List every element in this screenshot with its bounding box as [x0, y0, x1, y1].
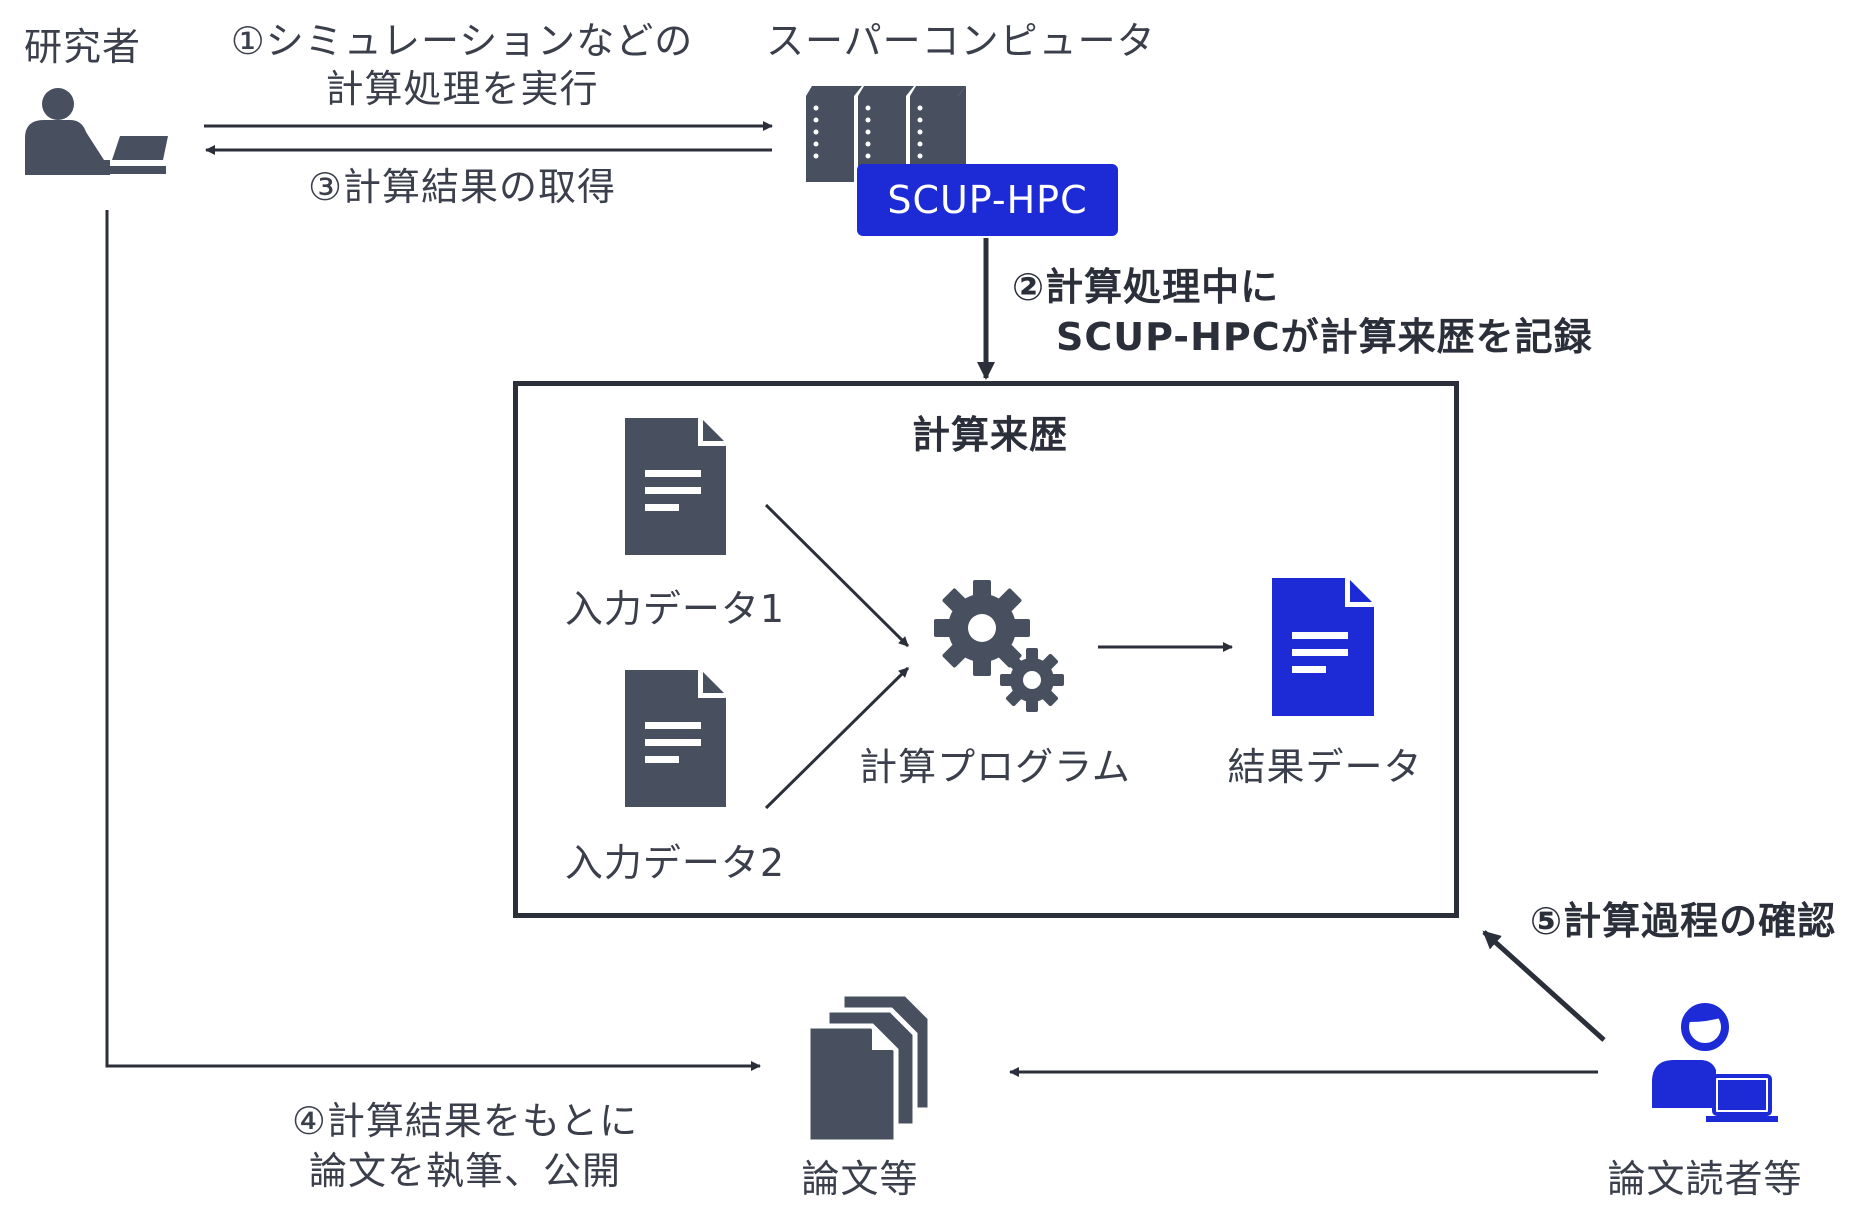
- calculation-history-box: [513, 381, 1459, 918]
- reader-label: 論文読者等: [1607, 1157, 1803, 1201]
- step3-label: ③計算結果の取得: [307, 165, 617, 209]
- arrow-verify: [1482, 930, 1606, 1042]
- arrow-input2-program: [764, 666, 910, 810]
- arrow-input1-program: [764, 503, 910, 648]
- step5-label: ⑤計算過程の確認: [1530, 899, 1837, 943]
- step1-label-line1: ①シミュレーションなどの: [230, 19, 694, 63]
- arrow-publish: [105, 210, 761, 1071]
- program-label: 計算プログラム: [859, 745, 1131, 789]
- history-title: 計算来歴: [911, 413, 1068, 457]
- input2-label: 入力データ2: [564, 841, 786, 885]
- document-stack-icon: [805, 991, 933, 1145]
- paper-label: 論文等: [801, 1157, 919, 1201]
- researcher-label: 研究者: [24, 25, 142, 69]
- step1-label-line2: 計算処理を実行: [325, 67, 599, 111]
- scup-hpc-badge: SCUP-HPC: [857, 164, 1118, 236]
- reader-icon: [1652, 1003, 1778, 1122]
- input1-label: 入力データ1: [564, 587, 786, 631]
- step4-label-line2: 論文を執筆、公開: [308, 1149, 621, 1193]
- step4-label-line1: ④計算結果をもとに: [291, 1099, 639, 1143]
- step2-label-line1: ②計算処理中に: [1012, 265, 1280, 309]
- input1-document-icon: [625, 418, 726, 555]
- researcher-icon: [25, 88, 168, 175]
- gears-icon: [934, 580, 1064, 712]
- step2-label-line2: SCUP-HPCが計算来歴を記録: [1056, 315, 1593, 359]
- supercomputer-label: スーパーコンピュータ: [766, 19, 1156, 63]
- result-document-icon: [1272, 578, 1374, 716]
- result-label: 結果データ: [1227, 745, 1423, 789]
- input2-document-icon: [625, 670, 726, 807]
